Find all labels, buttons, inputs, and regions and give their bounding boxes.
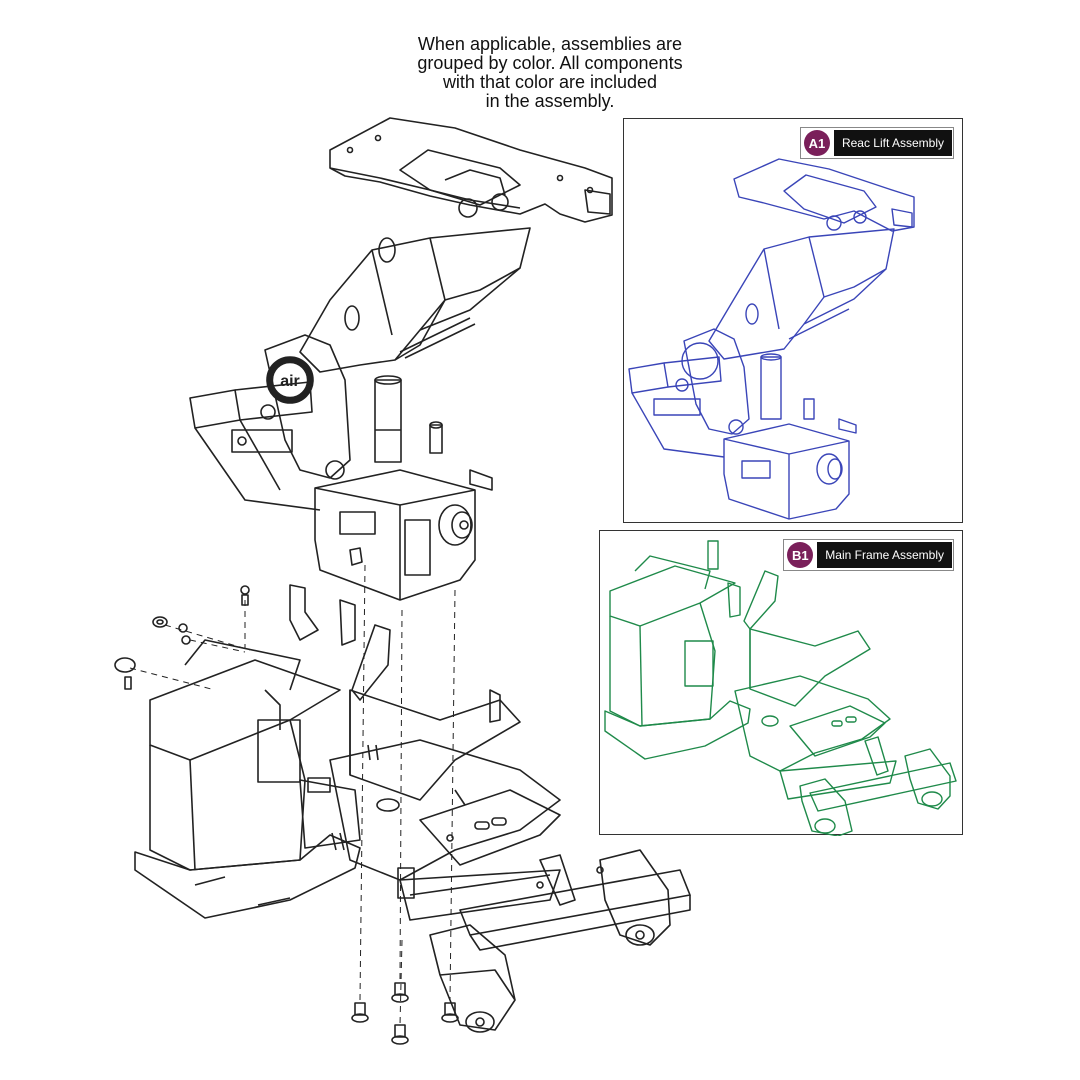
base-frame-drawing [114,584,691,1045]
legend-label-b1: Main Frame Assembly [817,542,952,568]
instruction-line-2: grouped by color. All components [417,53,683,73]
badge-a1: A1 [803,130,830,156]
instruction-line-3: with that color are included [442,72,658,92]
alignment-lines [129,564,456,1026]
assembly-panel-b1: B1 Main Frame Assembly [599,530,963,836]
logo-text: air [280,373,300,390]
instruction-line-4: in the assembly. [485,91,615,111]
legend-b1: B1 Main Frame Assembly [783,539,954,571]
assembly-panel-a1: A1 Reac Lift Assembly [623,118,963,523]
reac-lift-assembly-drawing [628,158,915,520]
instruction-line-1: When applicable, assemblies are [417,34,683,54]
legend-a1: A1 Reac Lift Assembly [799,127,954,159]
instruction-note: When applicable, assemblies are grouped … [388,35,712,111]
mounting-bolts [351,982,459,1045]
main-frame-assembly-drawing [604,540,957,836]
badge-b1: B1 [787,542,814,568]
lift-assembly-drawing: air [189,117,613,601]
legend-label-a1: Reac Lift Assembly [833,130,952,156]
